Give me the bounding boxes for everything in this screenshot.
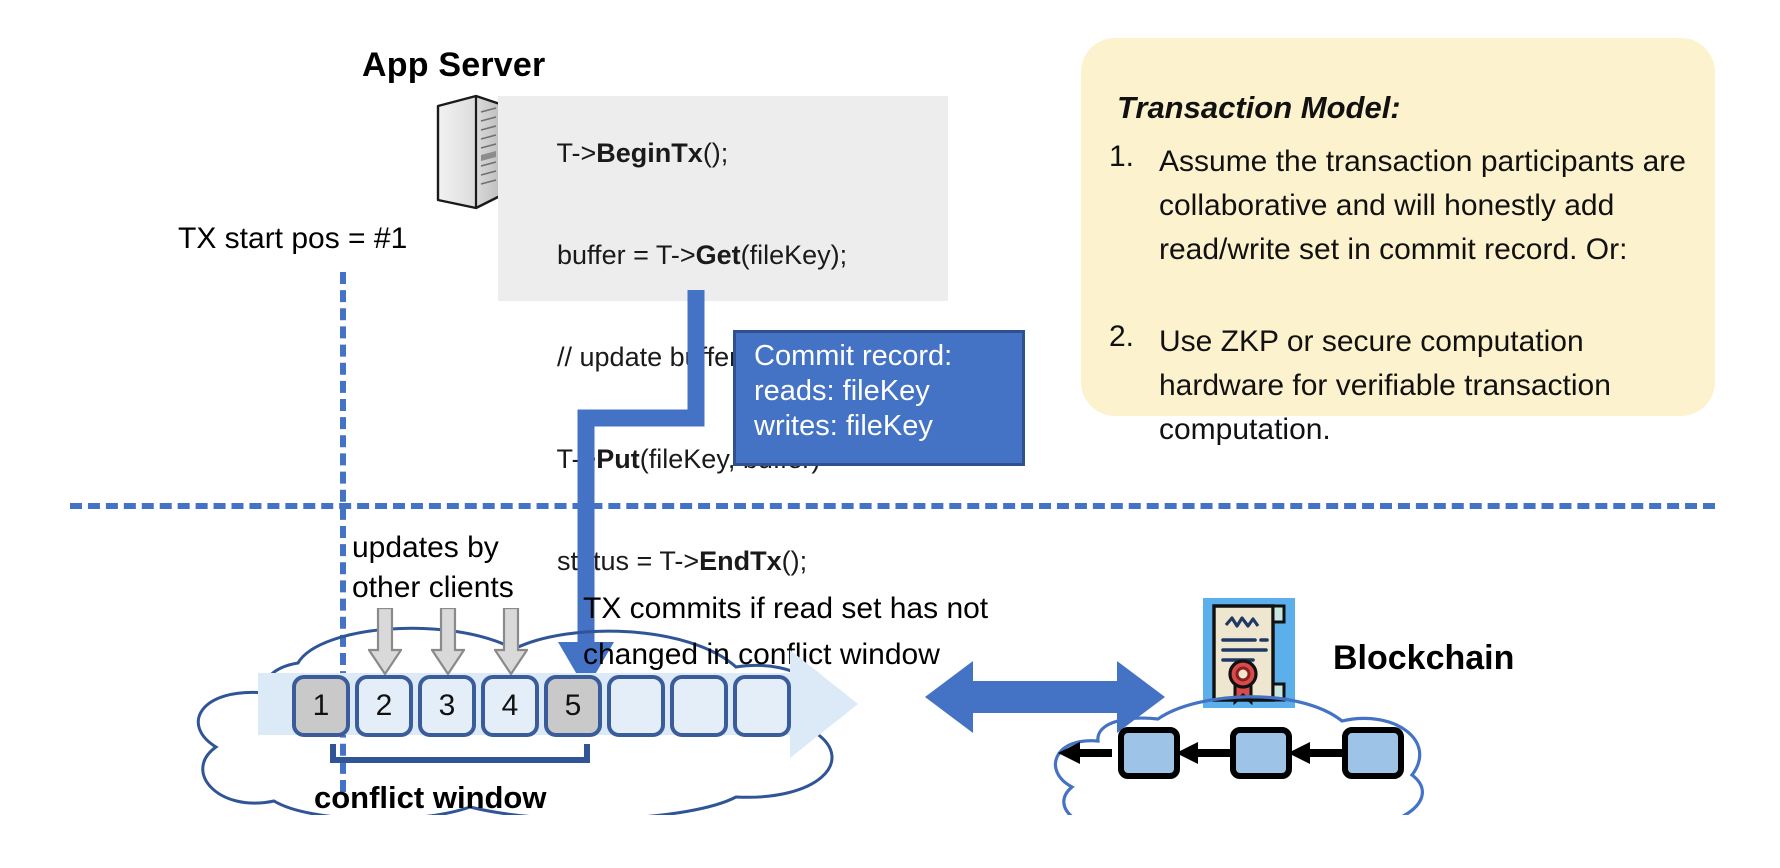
update-arrow-icon (431, 608, 465, 676)
code-line: // update buffer; (512, 306, 936, 408)
note-list-item: 2. Use ZKP or secure computation hardwar… (1109, 320, 1701, 452)
code-bold: Get (695, 240, 741, 270)
code-snippet-panel: T->BeginTx(); buffer = T->Get(fileKey); … (498, 96, 948, 576)
commit-flow-arrow (558, 290, 705, 690)
code-post: (); (702, 138, 729, 168)
blockchain-link-arrow-icon (1176, 742, 1230, 764)
log-box[interactable] (733, 675, 791, 737)
log-box[interactable] (670, 675, 728, 737)
blockchain-link-arrow-icon (1288, 742, 1342, 764)
code-post: (); (781, 546, 808, 576)
double-headed-arrow-icon (925, 661, 1165, 733)
blockchain-block (1342, 727, 1404, 779)
blockchain-cloud-outline (1053, 695, 1424, 815)
conflict-window-bracket (330, 744, 590, 763)
blockchain-block (1230, 727, 1292, 779)
update-arrow-icon (368, 608, 402, 676)
log-continues-arrow-icon (770, 650, 858, 758)
log-box[interactable] (607, 675, 665, 737)
code-line: T->BeginTx(); (512, 102, 936, 204)
code-pre: T-> (556, 138, 597, 168)
blockchain-label: Blockchain (1333, 639, 1515, 677)
tx-start-pos-label: TX start pos = #1 (178, 222, 408, 255)
note-item-number: 1. (1109, 140, 1135, 173)
commit-record-line: Commit record: (754, 340, 953, 372)
tx-start-dashed-line (340, 272, 346, 792)
code-pre: // update buffer; (557, 342, 746, 372)
note-item-text: Use ZKP or secure computation hardware f… (1159, 325, 1611, 446)
server-tower-icon (436, 94, 502, 210)
log-box[interactable]: 2 (355, 675, 413, 737)
app-server-title: App Server (362, 46, 546, 84)
note-item-number: 2. (1109, 320, 1135, 353)
log-cloud-outline (196, 626, 834, 815)
commit-record-box: Commit record: reads: fileKey writes: fi… (733, 330, 1025, 466)
code-post: (fileKey); (740, 240, 848, 270)
note-title: Transaction Model: (1117, 90, 1401, 125)
commit-record-line: writes: fileKey (754, 410, 933, 442)
log-box[interactable]: 4 (481, 675, 539, 737)
blockchain-block (1118, 727, 1180, 779)
blockchain-link-arrow-icon (1058, 742, 1112, 764)
code-bold: BeginTx (596, 138, 703, 168)
code-bold: Put (596, 444, 640, 474)
note-item-text: Assume the transaction participants are … (1159, 145, 1686, 266)
commit-record-line: reads: fileKey (754, 375, 930, 407)
code-pre: buffer = T-> (557, 240, 696, 270)
update-arrow-icon (494, 608, 528, 676)
code-bold: EndTx (699, 546, 782, 576)
conflict-window-label: conflict window (314, 780, 547, 815)
transaction-model-note: Transaction Model: 1. Assume the transac… (1081, 38, 1715, 446)
certificate-seal-icon (1203, 598, 1295, 708)
log-box[interactable]: 3 (418, 675, 476, 737)
note-list-item: 1. Assume the transaction participants a… (1109, 140, 1701, 272)
log-box[interactable]: 5 (544, 675, 602, 737)
code-line: buffer = T->Get(fileKey); (512, 204, 936, 306)
layer-divider-dashed-line (70, 503, 1715, 509)
log-box[interactable]: 1 (292, 675, 350, 737)
